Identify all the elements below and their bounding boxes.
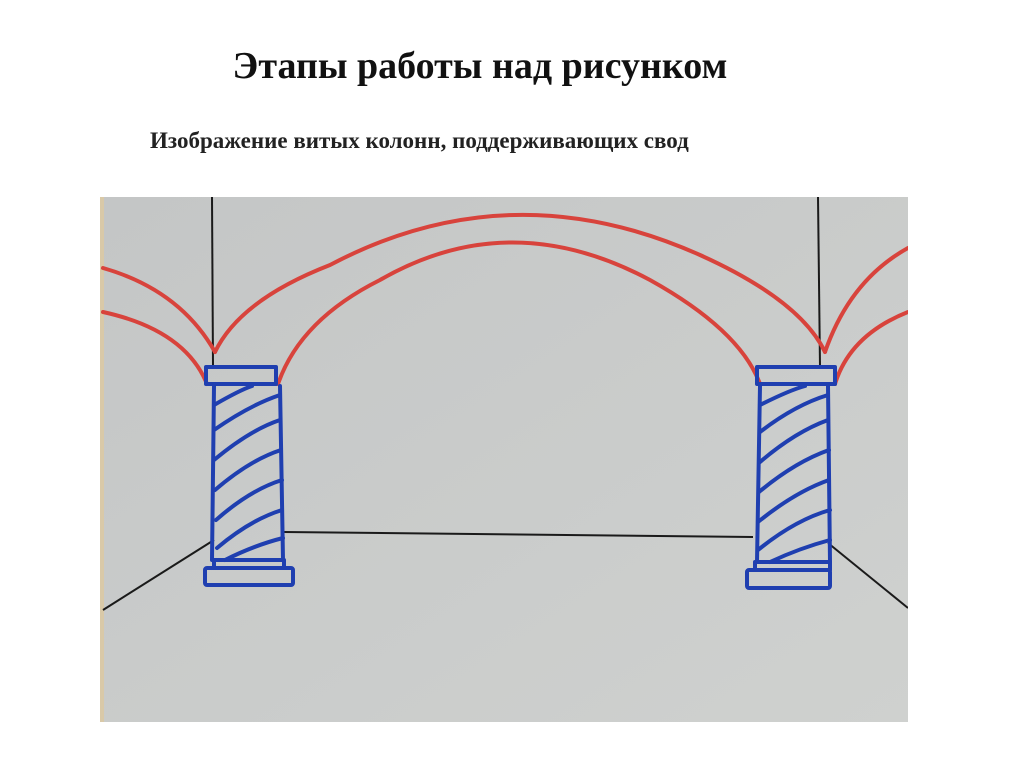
paper-background <box>100 197 908 722</box>
slide-title: Этапы работы над рисунком <box>232 45 728 87</box>
slide-subtitle: Изображение витых колонн, поддерживающих… <box>150 128 689 153</box>
right-twisted-column <box>745 365 837 590</box>
left-twisted-column <box>203 365 295 587</box>
drawing-photo <box>100 197 908 722</box>
